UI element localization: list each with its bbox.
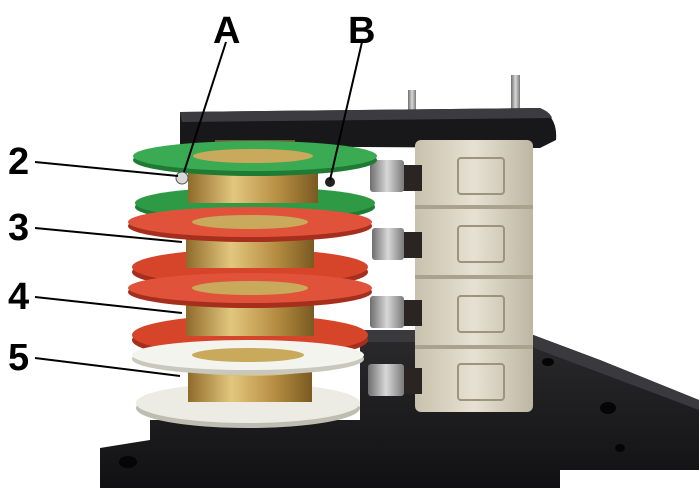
roller-lever xyxy=(370,160,404,192)
contact-point-b xyxy=(325,177,335,187)
label-2: 2 xyxy=(8,141,30,183)
roller-lever xyxy=(370,296,404,328)
cam-5-white xyxy=(132,340,364,428)
mount-hole xyxy=(600,402,616,414)
threaded-stud xyxy=(511,75,520,115)
roller-lever xyxy=(368,364,404,396)
leader-line-3 xyxy=(34,227,183,243)
label-a: A xyxy=(213,10,241,52)
label-5: 5 xyxy=(8,337,30,379)
leader-line-5 xyxy=(34,357,181,377)
leader-line-2 xyxy=(34,161,179,177)
leader-line-4 xyxy=(34,296,183,314)
top-plate xyxy=(180,75,557,148)
leader-line-a xyxy=(183,41,227,173)
leader-line-b xyxy=(329,41,363,181)
label-3: 3 xyxy=(8,207,30,249)
label-b: B xyxy=(348,10,376,52)
roller-lever xyxy=(372,228,404,260)
microswitch-stack xyxy=(368,140,533,412)
mount-hole xyxy=(615,444,625,452)
mount-hole xyxy=(542,358,554,366)
threaded-stud xyxy=(408,90,416,118)
label-4: 4 xyxy=(8,276,30,318)
leader-lines xyxy=(34,41,363,377)
mount-hole xyxy=(119,456,137,468)
contact-point-a xyxy=(175,171,189,185)
